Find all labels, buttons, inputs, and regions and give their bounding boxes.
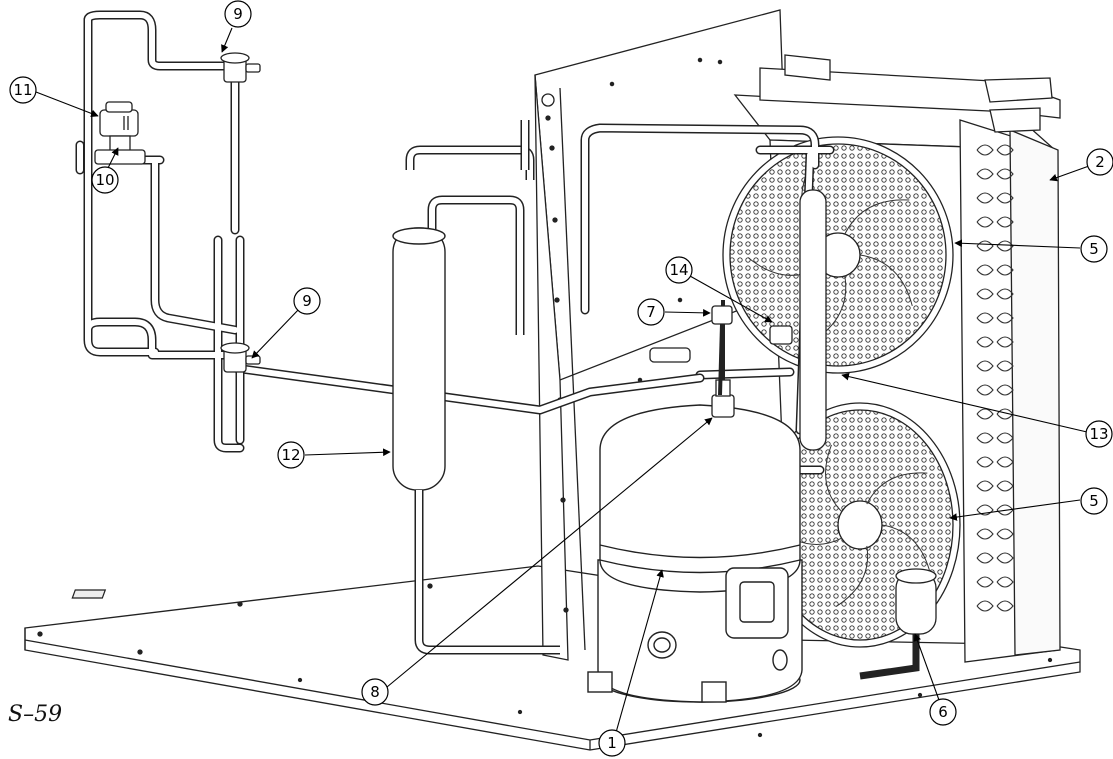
coil-hairpin <box>976 264 994 276</box>
callout-8: 8 <box>361 678 389 706</box>
fan-blade <box>881 524 931 574</box>
coil-hairpin <box>996 456 1014 468</box>
fan-blade <box>866 472 928 505</box>
coil-hairpin <box>976 552 994 564</box>
callout-1: 1 <box>598 729 626 757</box>
coil-hairpin <box>996 168 1014 180</box>
callout-11-number: 11 <box>13 81 32 99</box>
coil-hairpin <box>976 384 994 396</box>
callout-1-number: 1 <box>607 734 617 752</box>
callout-5-top-number: 5 <box>1089 240 1099 258</box>
coil-hairpin <box>996 312 1014 324</box>
callout-10-number: 10 <box>95 171 114 189</box>
fan-blade <box>859 254 913 306</box>
callout-12-number: 12 <box>281 446 300 464</box>
coil-hairpin <box>996 216 1014 228</box>
callout-10: 10 <box>91 166 119 194</box>
callout-5-bottom: 5 <box>1080 487 1108 515</box>
coil-hairpin <box>996 480 1014 492</box>
callout-2-number: 2 <box>1095 153 1105 171</box>
coil-hairpin <box>996 264 1014 276</box>
coil-hairpin <box>996 240 1014 252</box>
coil-hairpin <box>976 576 994 588</box>
coil-hairpin <box>976 360 994 372</box>
coil-hairpin <box>996 504 1014 516</box>
left-piping-tree <box>75 10 245 453</box>
filter-drier <box>859 568 937 680</box>
coil-hairpin <box>976 480 994 492</box>
compressor <box>587 404 803 703</box>
upper-fan <box>722 136 954 374</box>
expansion-valve-bottom <box>220 342 261 373</box>
coil-hairpin <box>976 192 994 204</box>
coil-hairpin <box>996 336 1014 348</box>
callout-9-bottom: 9 <box>293 287 321 315</box>
callout-8-number: 8 <box>370 683 380 701</box>
fan-blade <box>825 444 843 513</box>
coil-hairpin <box>976 240 994 252</box>
coil-hairpin <box>976 144 994 156</box>
fan-blade <box>835 545 869 607</box>
coil-hairpin <box>976 312 994 324</box>
callout-6: 6 <box>929 698 957 726</box>
callout-5-top: 5 <box>1080 235 1108 263</box>
callout-5-bottom-number: 5 <box>1089 492 1099 510</box>
callout-11: 11 <box>9 76 37 104</box>
coil-hairpin <box>996 432 1014 444</box>
coil-hairpin <box>976 408 994 420</box>
callout-13-number: 13 <box>1089 425 1108 443</box>
callout-leaders <box>35 27 1090 737</box>
coil-hairpin <box>996 600 1014 612</box>
callout-14-number: 14 <box>669 261 688 279</box>
coil-hairpin <box>996 576 1014 588</box>
coil-hairpin <box>976 528 994 540</box>
callout-9-top-number: 9 <box>233 5 243 23</box>
coil-hairpin <box>976 288 994 300</box>
coil-hairpin <box>976 600 994 612</box>
coil-hairpin <box>996 192 1014 204</box>
coil-hairpin <box>976 216 994 228</box>
coil-hairpin <box>996 360 1014 372</box>
callout-12: 12 <box>277 441 305 469</box>
back-panel <box>534 9 791 661</box>
accumulator <box>392 120 560 655</box>
coil-hairpin <box>976 456 994 468</box>
callout-7: 7 <box>637 298 665 326</box>
callout-9-bottom-number: 9 <box>302 292 312 310</box>
liquid-line <box>230 363 705 415</box>
coil-hairpin <box>996 408 1014 420</box>
coil-hairpin <box>996 552 1014 564</box>
callout-14: 14 <box>665 256 693 284</box>
coil-hairpin <box>976 168 994 180</box>
coil-hairpin <box>996 528 1014 540</box>
callout-7-number: 7 <box>646 303 656 321</box>
fan-blade <box>844 199 910 235</box>
coil-hairpin <box>996 384 1014 396</box>
coil-hairpin <box>996 144 1014 156</box>
solenoid-valve <box>94 101 146 165</box>
callout-2: 2 <box>1086 148 1113 176</box>
coil-hairpin <box>976 432 994 444</box>
pressure-switch <box>649 305 793 396</box>
coil-hairpin <box>996 288 1014 300</box>
coil-hairpin <box>976 336 994 348</box>
figure-label: S–59 <box>8 702 63 727</box>
callout-6-number: 6 <box>938 703 948 721</box>
callout-9-top: 9 <box>224 0 252 28</box>
expansion-valve-top <box>220 52 261 83</box>
vertical-receiver-tube <box>799 189 827 451</box>
callout-13: 13 <box>1085 420 1113 448</box>
